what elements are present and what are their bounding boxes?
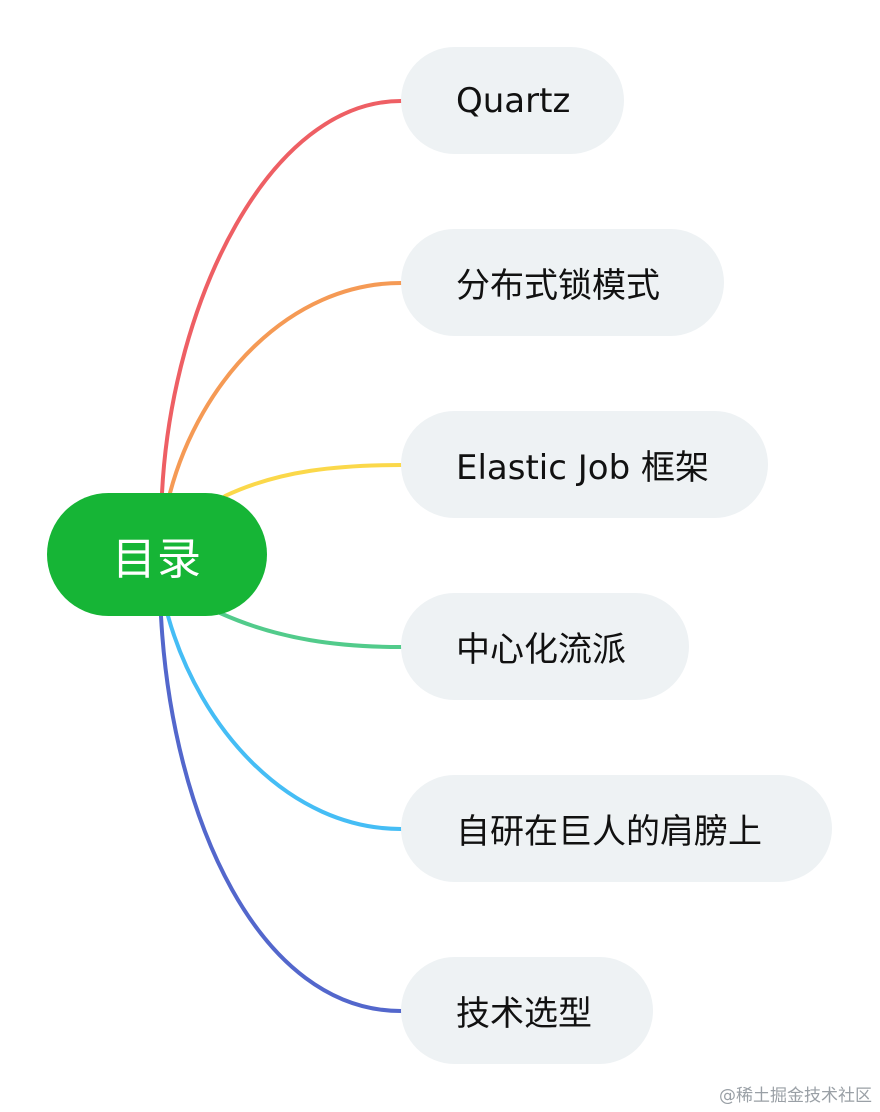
branch-node-elastic-job[interactable]: Elastic Job 框架 <box>401 411 768 518</box>
link-tech-selection <box>159 614 403 1013</box>
watermark: @稀土掘金技术社区 <box>719 1086 872 1106</box>
branch-node-quartz[interactable]: Quartz <box>401 47 624 154</box>
branch-node-label: 技术选型 <box>456 994 592 1034</box>
link-self-developed <box>166 614 403 831</box>
branch-node-label: 中心化流派 <box>456 630 626 670</box>
branch-node-label: 自研在巨人的肩膀上 <box>456 812 762 852</box>
branch-node-self-developed[interactable]: 自研在巨人的肩膀上 <box>401 775 832 882</box>
link-elastic-job <box>223 463 403 498</box>
branch-node-centralized[interactable]: 中心化流派 <box>401 593 689 700</box>
branch-node-label: 分布式锁模式 <box>456 266 660 306</box>
branch-node-distributed-lock[interactable]: 分布式锁模式 <box>401 229 724 336</box>
link-centralized <box>218 611 403 649</box>
link-distributed-lock <box>168 281 403 495</box>
branch-node-label: Elastic Job 框架 <box>456 448 709 488</box>
link-quartz <box>160 99 403 495</box>
branch-node-tech-selection[interactable]: 技术选型 <box>401 957 653 1064</box>
root-node-label: 目录 <box>112 533 202 585</box>
branch-node-label: Quartz <box>456 80 571 121</box>
root-node[interactable]: 目录 <box>47 493 267 616</box>
